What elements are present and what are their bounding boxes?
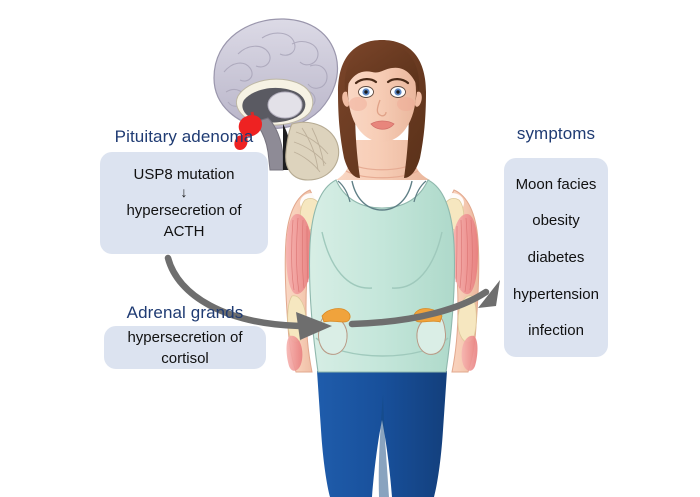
symptom-item: obesity	[532, 212, 580, 230]
pituitary-line-3: hypersecretion of	[126, 202, 242, 219]
pituitary-panel: USP8 mutation ↓ hypersecretion of ACTH	[100, 152, 268, 254]
patient-illustration	[284, 40, 480, 497]
symptom-item: infection	[528, 322, 584, 340]
hair-back	[338, 40, 426, 178]
down-arrow-icon: ↓	[180, 184, 188, 200]
adrenal-to-symptoms-arrow-shaft	[348, 288, 490, 328]
left-arm-anatomy	[286, 193, 324, 371]
symptoms-heading: symptoms	[516, 124, 596, 143]
symptoms-panel: Moon facies obesity diabetes hypertensio…	[504, 158, 608, 357]
adrenal-to-symptoms-arrow-head	[478, 280, 500, 308]
adrenal-line-2: cortisol	[161, 349, 209, 367]
hair-front	[344, 42, 420, 92]
symptom-item: hypertension	[513, 285, 599, 303]
symptom-item: Moon facies	[515, 175, 597, 193]
adrenal-line-1: hypersecretion of	[127, 328, 243, 346]
right-kidney-with-adrenal-gland	[413, 308, 446, 355]
pituitary-heading: Pituitary adenoma	[114, 127, 254, 146]
left-kidney-with-adrenal-gland	[318, 308, 351, 355]
right-arm-anatomy	[440, 193, 478, 371]
pituitary-line-4: ACTH	[163, 223, 205, 240]
adrenal-heading: Adrenal grands	[126, 303, 244, 322]
pituitary-to-adrenal-arrow-head	[296, 312, 332, 340]
tank-top	[308, 179, 456, 373]
face	[348, 52, 416, 142]
adrenal-panel: hypersecretion of cortisol	[104, 326, 266, 369]
symptom-item: diabetes	[527, 248, 585, 266]
pituitary-line-1: USP8 mutation	[133, 166, 235, 183]
